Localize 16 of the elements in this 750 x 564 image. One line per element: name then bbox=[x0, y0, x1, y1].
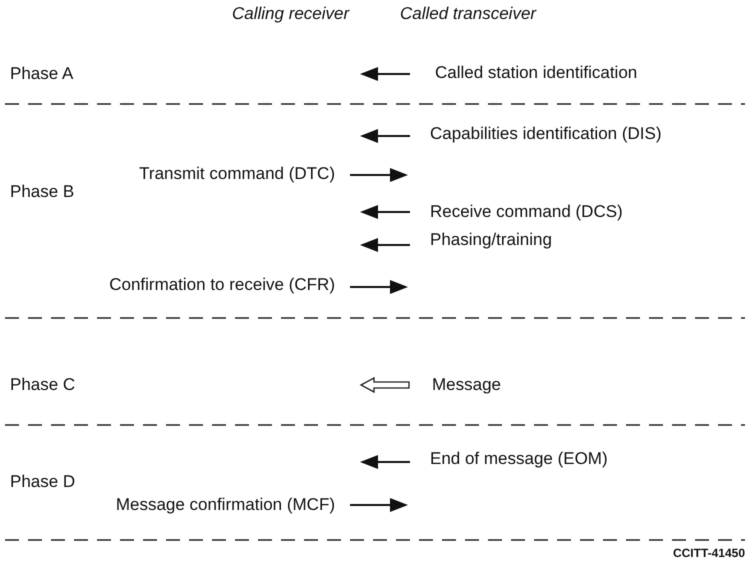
message-label: Phasing/training bbox=[430, 230, 552, 250]
message-label: Receive command (DCS) bbox=[430, 202, 623, 222]
column-heading: Called transceiver bbox=[400, 4, 536, 24]
phase-label: Phase D bbox=[10, 472, 76, 492]
message-label: Message confirmation (MCF) bbox=[116, 495, 335, 515]
message-label: Confirmation to receive (CFR) bbox=[109, 275, 335, 295]
message-label: Called station identification bbox=[435, 63, 638, 83]
message-label: End of message (EOM) bbox=[430, 449, 608, 469]
column-heading: Calling receiver bbox=[232, 4, 350, 24]
phase-label: Phase C bbox=[10, 375, 76, 395]
phase-label: Phase B bbox=[10, 182, 74, 202]
phase-label: Phase A bbox=[10, 64, 74, 84]
message-label: Transmit command (DTC) bbox=[139, 164, 335, 184]
message-label: Capabilities identification (DIS) bbox=[430, 124, 662, 144]
figure-number: CCITT-41450 bbox=[672, 546, 745, 560]
message-label: Message bbox=[432, 375, 501, 395]
